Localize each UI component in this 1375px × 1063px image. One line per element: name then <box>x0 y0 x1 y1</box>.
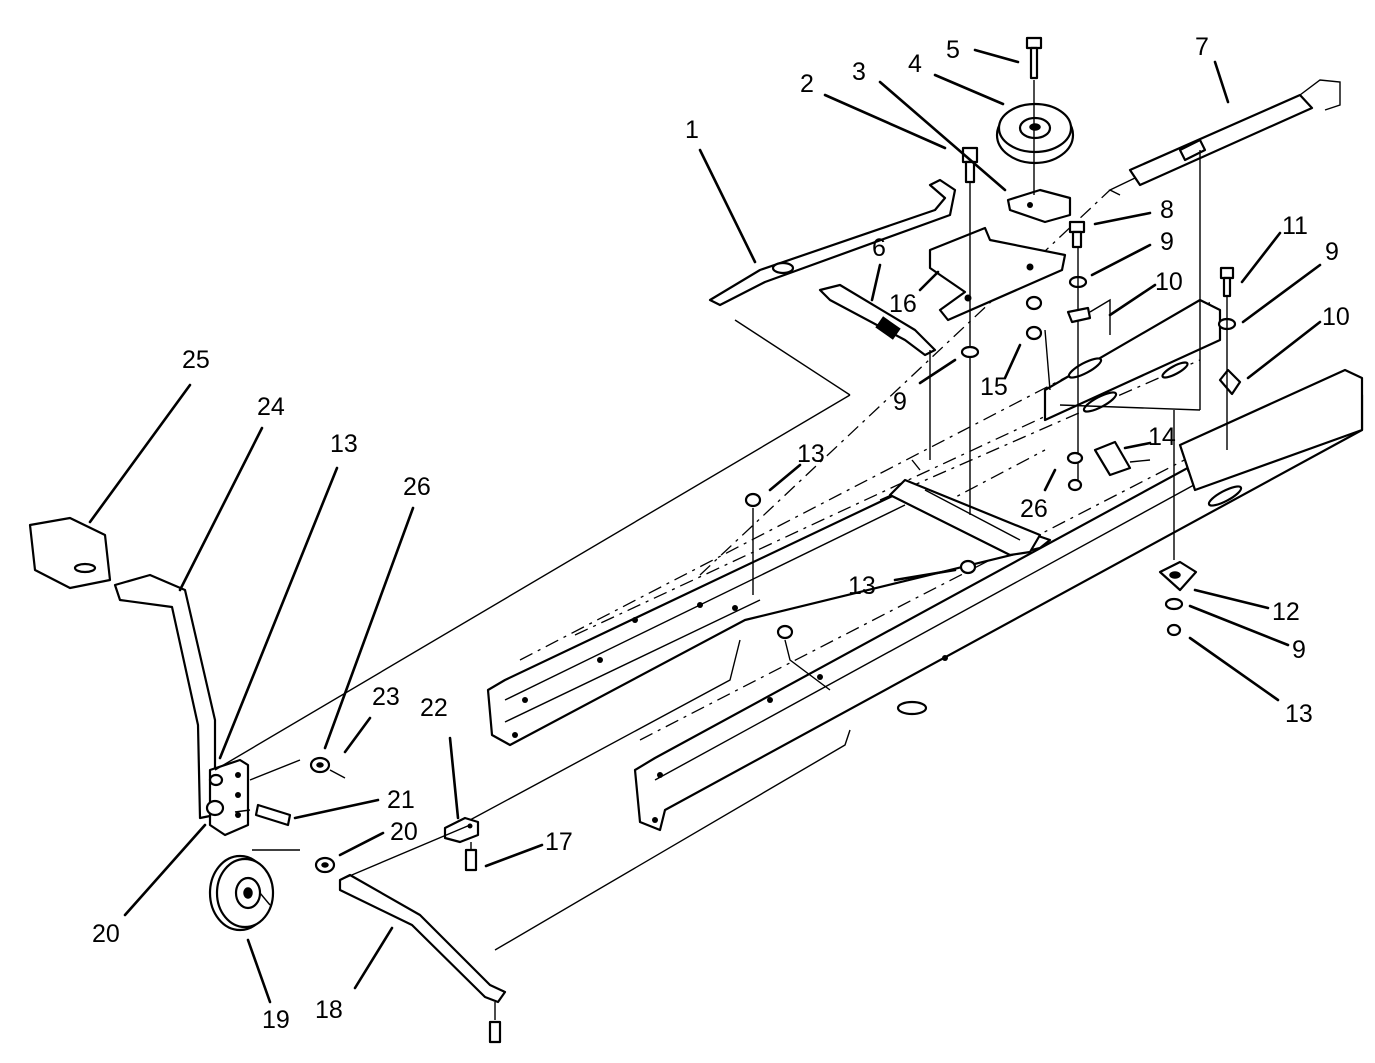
nut-15-stack <box>1025 295 1043 341</box>
callout-22: 22 <box>420 694 448 722</box>
callout-10-b: 10 <box>1322 303 1350 331</box>
callout-26-a: 26 <box>403 473 431 501</box>
callout-23: 23 <box>372 683 400 711</box>
callout-9-d: 9 <box>1292 636 1306 664</box>
bolt-2 <box>960 146 980 515</box>
callout-26-b: 26 <box>1020 495 1048 523</box>
bracket-3 <box>1006 188 1072 224</box>
control-rod-1 <box>708 178 957 396</box>
nut-13-mid <box>744 492 977 691</box>
frame-main-tube <box>1043 298 1364 492</box>
callout-9-a: 9 <box>1160 228 1174 256</box>
pin-10-upper <box>1066 298 1111 335</box>
callout-21: 21 <box>387 786 415 814</box>
idler-pulley-top <box>995 102 1075 165</box>
callout-17: 17 <box>545 828 573 856</box>
callout-11: 11 <box>1282 212 1308 240</box>
spring-14 <box>1093 440 1151 477</box>
callout-15: 15 <box>980 373 1008 401</box>
callout-3: 3 <box>852 58 866 86</box>
callout-6: 6 <box>872 234 886 262</box>
leader-lines <box>88 48 1322 1004</box>
callout-13-a: 13 <box>330 430 358 458</box>
callout-5: 5 <box>946 36 960 64</box>
pulley-19 <box>208 854 275 932</box>
cross-plate <box>888 478 1042 557</box>
callout-16: 16 <box>889 290 917 318</box>
callout-13-b: 13 <box>797 440 825 468</box>
callout-8: 8 <box>1160 196 1174 224</box>
callout-18: 18 <box>315 996 343 1024</box>
spring-rod-7 <box>1108 79 1341 410</box>
callout-13-c: 13 <box>848 572 876 600</box>
callout-7: 7 <box>1195 33 1209 61</box>
callout-4: 4 <box>908 50 922 78</box>
callout-1: 1 <box>685 116 699 144</box>
callout-19: 19 <box>262 1006 290 1034</box>
callout-20-a: 20 <box>92 920 120 948</box>
idler-bracket-plate <box>928 226 1067 322</box>
bolt-8-stack <box>1066 220 1088 492</box>
callout-12: 12 <box>1272 598 1300 626</box>
pedal-arm-24 <box>113 573 217 820</box>
callout-25: 25 <box>182 346 210 374</box>
pedal-bracket <box>205 758 250 837</box>
pedal-pad-25 <box>28 516 112 590</box>
callout-20-b: 20 <box>390 818 418 846</box>
callout-24: 24 <box>257 393 285 421</box>
callout-13-d: 13 <box>1285 700 1313 728</box>
clip-22 <box>443 816 480 872</box>
bolt-11-stack <box>1217 266 1242 450</box>
callout-14: 14 <box>1148 423 1176 451</box>
brake-rod-18 <box>338 873 507 1044</box>
bolt-5 <box>1025 36 1043 195</box>
washers <box>249 756 346 874</box>
spring-6 <box>818 283 937 357</box>
callout-9-b: 9 <box>1325 238 1339 266</box>
assembly-lines <box>214 329 1201 951</box>
nut-12-stack <box>1158 410 1198 637</box>
callout-10-a: 10 <box>1155 268 1183 296</box>
callout-9-c: 9 <box>893 388 907 416</box>
bolt-21 <box>234 803 292 827</box>
callouts: 1 2 3 4 5 6 7 8 9 9 9 9 10 10 11 12 13 1… <box>92 33 1350 1034</box>
callout-2: 2 <box>800 70 814 98</box>
